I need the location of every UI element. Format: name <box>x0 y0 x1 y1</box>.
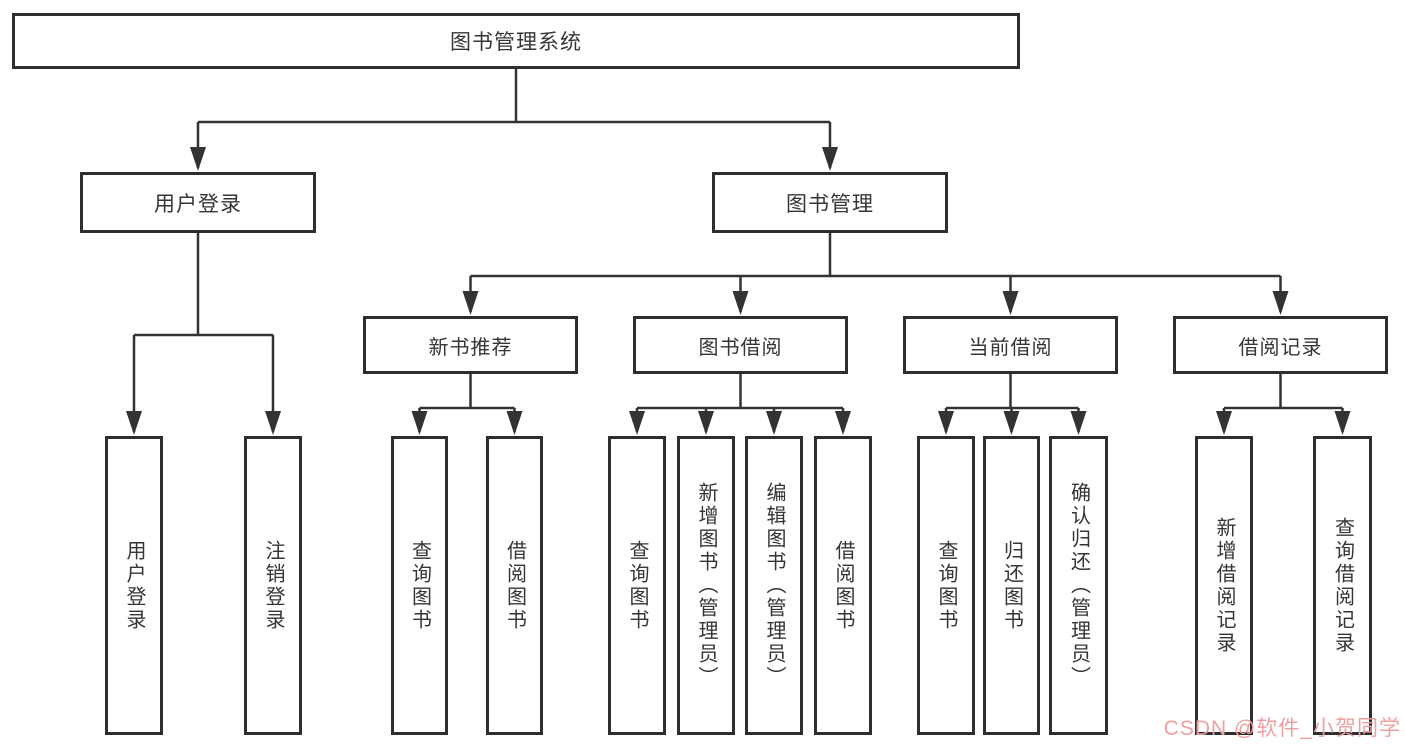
leaf-user-login: 用户登录 <box>105 436 163 735</box>
arrowheads <box>126 147 1351 435</box>
connector-new-book-branch <box>418 374 516 432</box>
connector-book-borrow-branch <box>635 374 845 432</box>
leaf-edit-book-admin: 编辑图书（管理员） <box>745 436 803 735</box>
leaf-add-book-admin: 新增图书（管理员） <box>677 436 735 735</box>
connector-book-mgmt-branch <box>469 233 1282 312</box>
connector-user-login-branch <box>132 233 275 432</box>
leaf-borrow-book-recommend: 借阅图书 <box>486 436 543 735</box>
node-new-book-recommend: 新书推荐 <box>363 316 578 374</box>
connector-root-branch <box>196 69 832 168</box>
node-book-borrow: 图书借阅 <box>633 316 848 374</box>
leaf-confirm-return-admin: 确认归还（管理员） <box>1049 436 1108 735</box>
leaf-return-book: 归还图书 <box>983 436 1040 735</box>
leaf-query-borrow-record: 查询借阅记录 <box>1313 436 1372 735</box>
leaf-query-book-recommend: 查询图书 <box>391 436 448 735</box>
node-borrow-record: 借阅记录 <box>1173 316 1388 374</box>
node-root-system: 图书管理系统 <box>12 13 1020 69</box>
leaf-borrow-book: 借阅图书 <box>814 436 872 735</box>
leaf-query-book-borrow: 查询图书 <box>608 436 666 735</box>
connector-borrow-record-branch <box>1222 374 1344 432</box>
leaf-logout: 注销登录 <box>244 436 302 735</box>
node-user-login: 用户登录 <box>80 172 316 233</box>
node-book-management: 图书管理 <box>712 172 948 233</box>
csdn-watermark: CSDN @软件_小贺同学 <box>1163 717 1401 740</box>
node-current-borrow: 当前借阅 <box>903 316 1118 374</box>
leaf-add-borrow-record: 新增借阅记录 <box>1195 436 1253 735</box>
leaf-query-book-current: 查询图书 <box>917 436 975 735</box>
